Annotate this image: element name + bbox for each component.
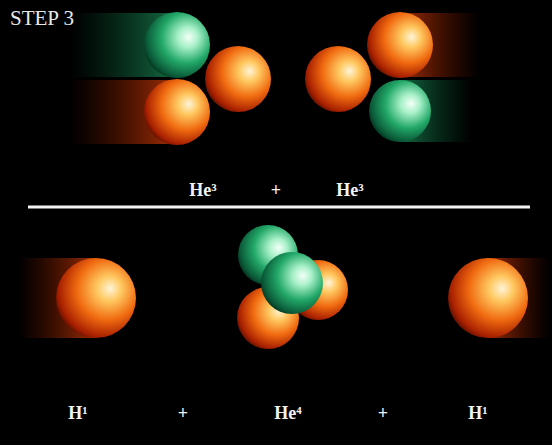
proton-sphere bbox=[448, 258, 528, 338]
divider-line bbox=[28, 206, 530, 209]
plus-sign: + bbox=[271, 181, 281, 199]
plus-sign: + bbox=[378, 404, 388, 422]
proton-sphere bbox=[144, 79, 210, 145]
proton-sphere bbox=[305, 46, 371, 112]
plus-sign: + bbox=[178, 404, 188, 422]
nucleus-label: H¹ bbox=[68, 404, 87, 422]
nucleus-label: H¹ bbox=[468, 404, 487, 422]
neutron-sphere bbox=[261, 252, 323, 314]
nucleus-label: He⁴ bbox=[274, 404, 301, 422]
step-title: STEP 3 bbox=[10, 8, 74, 29]
neutron-sphere bbox=[144, 12, 210, 78]
neutron-sphere bbox=[369, 80, 431, 142]
proton-sphere bbox=[56, 258, 136, 338]
proton-sphere bbox=[367, 12, 433, 78]
proton-sphere bbox=[205, 46, 271, 112]
nucleus-label: He³ bbox=[189, 181, 216, 199]
nucleus-label: He³ bbox=[336, 181, 363, 199]
